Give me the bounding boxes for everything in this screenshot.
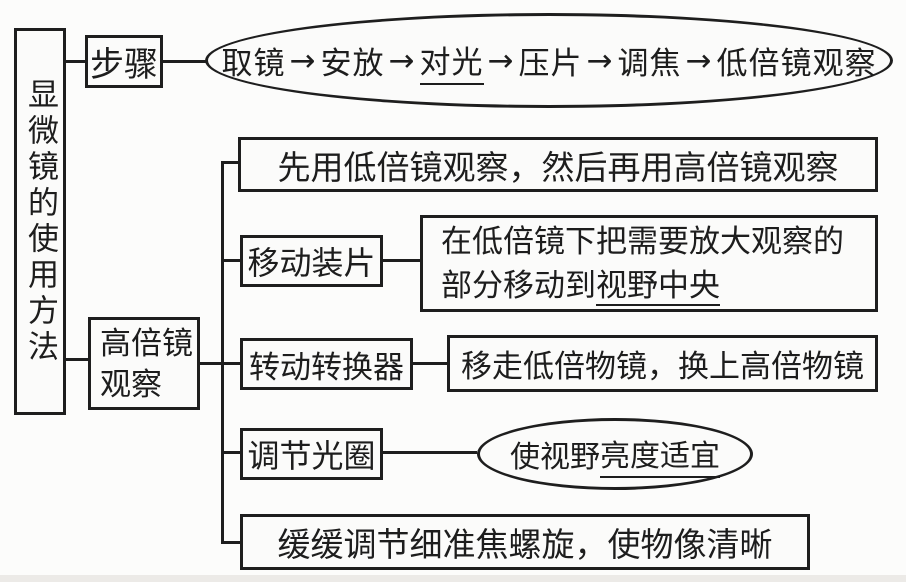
row3-desc-text: 移走低倍物镜，换上高倍物镜: [461, 349, 864, 384]
row1-text-box: 先用低倍镜观察，然后再用高倍镜观察: [238, 137, 878, 192]
highpower-label-line2: 观察: [100, 366, 162, 402]
connector-steps-to-flow: [160, 60, 207, 63]
row3-desc-box: 移走低倍物镜，换上高倍物镜: [447, 335, 878, 392]
connector-row4-label-to-ellipse: [381, 451, 477, 454]
steps-label-text: 步骤: [90, 47, 158, 84]
flow-step: 取镜: [221, 46, 286, 81]
row4-label-box: 调节光圈: [240, 428, 383, 480]
connector-highpower-to-spine: [198, 362, 240, 365]
row1-text: 先用低倍镜观察，然后再用高倍镜观察: [277, 150, 839, 187]
arrow-right-icon: →: [487, 42, 515, 79]
row2-desc-line2-underlined: 视野中央: [596, 267, 720, 306]
connector-row3-label-to-desc: [411, 362, 447, 365]
row2-label-text: 移动装片: [247, 245, 376, 281]
highpower-branch-spine: [221, 161, 224, 544]
row2-label-box: 移动装片: [240, 235, 383, 287]
scan-artifact-band: [0, 575, 906, 582]
row4-result-ellipse: 使视野亮度适宜: [477, 418, 753, 490]
steps-label-box: 步骤: [85, 35, 163, 88]
root-title-text: 显微镜的使用方法: [23, 77, 58, 366]
root-title-box: 显微镜的使用方法: [14, 28, 66, 415]
row4-result-plain: 使视野: [510, 441, 600, 474]
connector-root-to-steps: [63, 60, 87, 63]
row2-desc-line1: 在低倍镜下把需要放大观察的: [441, 223, 844, 259]
row5-text-box: 缓缓调节细准焦螺旋，使物像清晰: [240, 514, 810, 570]
flow-step: 安放: [320, 46, 385, 81]
arrow-right-icon: →: [685, 42, 713, 79]
connector-spine-to-row1: [221, 161, 239, 164]
connector-row2-label-to-desc: [381, 259, 420, 262]
arrow-right-icon: →: [388, 42, 416, 79]
connector-spine-to-row5: [221, 541, 241, 544]
row3-label-text: 转动转换器: [249, 349, 404, 385]
row3-label-box: 转动转换器: [240, 338, 413, 390]
connector-spine-to-row4: [221, 451, 241, 454]
row4-result-underlined: 亮度适宜: [600, 431, 720, 478]
highpower-label-box: 高倍镜 观察: [88, 317, 200, 410]
connector-spine-to-row2: [221, 259, 241, 262]
highpower-label-line1: 高倍镜: [100, 325, 193, 361]
flow-step: 低倍镜观察: [716, 46, 877, 81]
connector-root-to-highpower: [63, 358, 90, 361]
row4-label-text: 调节光圈: [247, 438, 376, 474]
flow-step: 调焦: [617, 46, 682, 81]
row5-text: 缓缓调节细准焦螺旋，使物像清晰: [277, 528, 773, 564]
flow-step: 压片: [518, 46, 583, 81]
row2-desc-box: 在低倍镜下把需要放大观察的 部分移动到视野中央: [420, 215, 878, 312]
arrow-right-icon: →: [586, 42, 614, 79]
row2-desc-line2: 部分移动到视野中央: [441, 264, 720, 308]
row2-desc-line2-plain: 部分移动到: [441, 267, 596, 303]
steps-flow-ellipse: 取镜→安放→对光→压片→调焦→低倍镜观察: [205, 13, 893, 108]
flow-step-underlined: 对光: [419, 37, 484, 85]
arrow-right-icon: →: [289, 42, 317, 79]
